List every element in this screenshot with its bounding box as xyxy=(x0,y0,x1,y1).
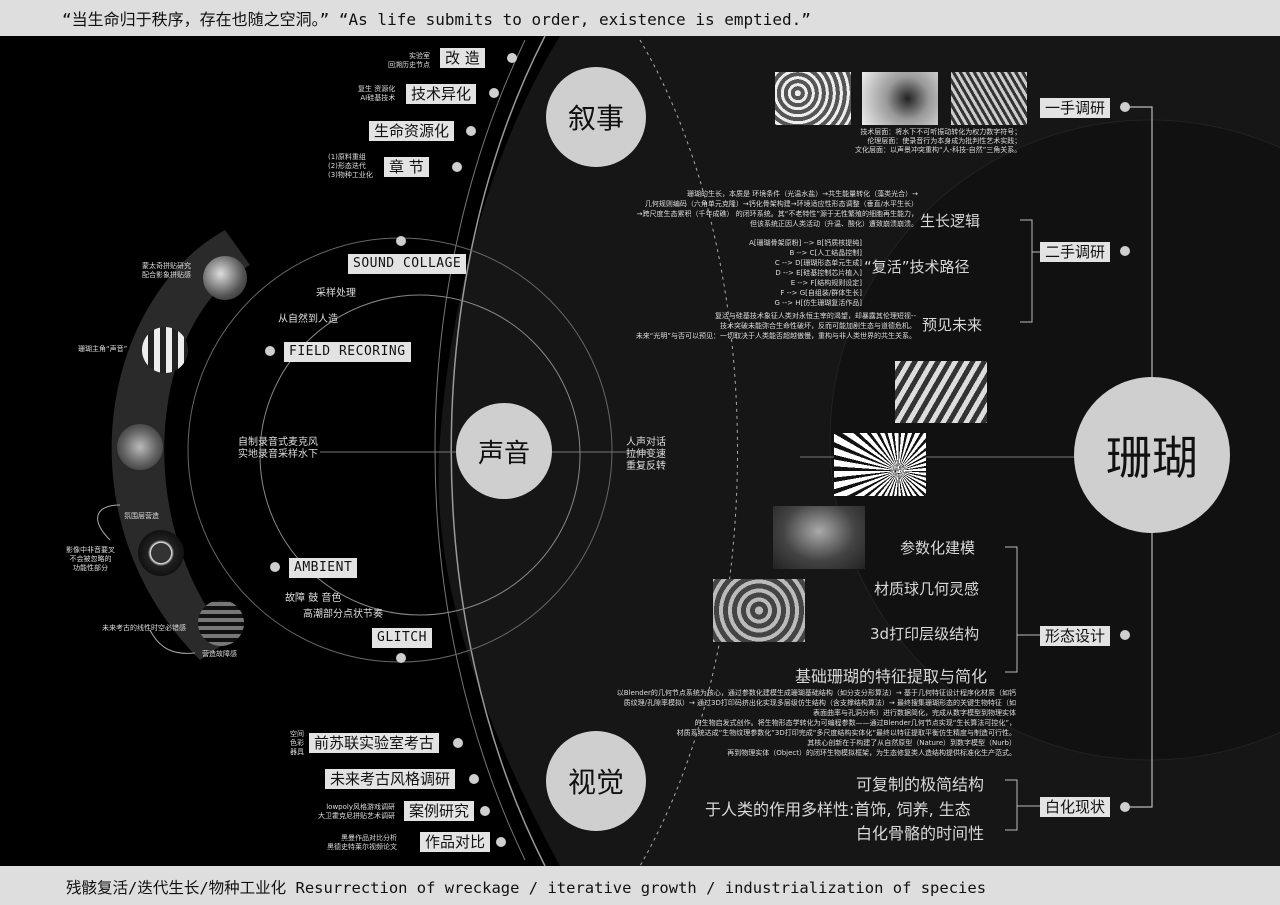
coral-photo-5 xyxy=(834,433,926,496)
narrative-item-1[interactable]: 改 造 xyxy=(440,48,485,68)
vision-item-3[interactable]: 案例研究 xyxy=(404,801,475,821)
growth-text: 珊瑚的生长，本质是 环境条件（光温水盐）→共生能量转化（藻类光合）→ 几何规则编… xyxy=(636,190,918,228)
sound-dot-field xyxy=(265,346,275,356)
sound-note-mic: 自制录音式麦克风 实地录音采样水下 xyxy=(238,437,318,460)
sound-dot-glitch xyxy=(396,653,406,663)
top-quote-bar: “当生命归于秩序，存在也随之空洞。” “As life submits to o… xyxy=(0,0,1280,36)
side-curve-arrow xyxy=(97,504,121,541)
hub-narrative[interactable]: 叙事 xyxy=(546,67,646,167)
coral-photo-1 xyxy=(775,72,851,125)
vision-dot-1 xyxy=(453,738,463,748)
sound-ring-inner xyxy=(259,294,581,616)
hub-vision-label: 视觉 xyxy=(567,766,624,799)
sound-dot-collage xyxy=(396,236,406,246)
side-thumb-4 xyxy=(138,530,184,576)
narrative-note-4: (1)原料重组 (2)形态迭代 (3)物种工业化 xyxy=(328,153,373,179)
form-bracket xyxy=(1005,546,1040,673)
vision-item-1[interactable]: 前苏联实验室考古 xyxy=(309,733,440,753)
coral-photo-3 xyxy=(951,72,1027,125)
primary-caption: 技术层面：将水下不可听振动转化为权力数字符号； 伦理层面：使录音行为本身成为批判… xyxy=(855,128,1022,154)
white-item-3: 白化骨骼的时间性 xyxy=(856,824,985,843)
narrative-note-2: 复生 资源化 AI硅基技术 xyxy=(358,85,396,102)
coral-photo-7 xyxy=(713,579,805,642)
side-thumb-2 xyxy=(142,327,188,373)
sound-field-box[interactable]: FIELD RECORING xyxy=(284,342,411,362)
coral-photo-4 xyxy=(895,361,987,423)
narrative-item-3[interactable]: 生命资源化 xyxy=(369,121,455,141)
coral-primary-box[interactable]: 一手调研 xyxy=(1040,98,1111,118)
vision-dot-3 xyxy=(480,806,490,816)
vision-note-4: 黑曼作品对比分析 黑德史特莱尔视频论文 xyxy=(327,834,397,851)
side-note-d: 影像中非音要叉 不会被忽略的 功能性部分 xyxy=(66,546,115,572)
narrative-item-4[interactable]: 章 节 xyxy=(384,157,429,177)
coral-secondary-dot xyxy=(1120,246,1130,256)
coral-white-box[interactable]: 白化现状 xyxy=(1040,797,1111,817)
sound-note-voice: 人声对话 拉伸变速 重复反转 xyxy=(626,437,666,472)
side-note-c: 氛围层营造 xyxy=(124,512,159,520)
form-text: 以Blender的几何节点系统为核心，通过参数化建模生成珊瑚基础结构（如分支分形… xyxy=(616,689,1016,757)
side-note-b: 珊瑚主角“声音” xyxy=(78,345,128,353)
side-note-f: 营造故障感 xyxy=(202,650,237,658)
secondary-item-1: 生长逻辑 xyxy=(920,212,981,230)
secondary-item-3: 预见未来 xyxy=(922,316,983,334)
secondary-item-2: “复活”技术路径 xyxy=(864,258,970,276)
narrative-dot-2 xyxy=(489,88,499,98)
narrative-dot-3 xyxy=(466,126,476,136)
narrative-note-1: 实验室 回溯历史节点 xyxy=(388,52,430,69)
sound-note-noise: 故障 鼓 音色 xyxy=(285,593,342,604)
spine-arc-inner xyxy=(434,39,526,861)
sound-glitch-box[interactable]: GLITCH xyxy=(372,628,432,648)
coral-form-box[interactable]: 形态设计 xyxy=(1040,626,1111,646)
sound-note-rhythm: 高潮部分点状节奏 xyxy=(303,609,383,620)
sound-collage-box[interactable]: SOUND COLLAGE xyxy=(348,254,467,274)
side-note-e: 未来考古的线性时空必错感 xyxy=(102,624,186,632)
narrative-dot-1 xyxy=(507,53,517,63)
coral-field xyxy=(829,119,1280,761)
hub-sound[interactable]: 声音 xyxy=(456,403,552,499)
sound-note-nature: 从自然到人造 xyxy=(278,314,338,325)
vision-dot-4 xyxy=(496,837,506,847)
side-note-a: 蒙太奇拼贴研究 配合影象拼贴感 xyxy=(142,262,191,279)
bottom-caption-bar: 残骸复活/迭代生长/物种工业化 Resurrection of wreckage… xyxy=(0,866,1280,905)
sound-note-process: 采样处理 xyxy=(316,288,356,299)
coral-photo-2 xyxy=(862,72,938,125)
page-quote: “当生命归于秩序，存在也随之空洞。” “As life submits to o… xyxy=(62,10,811,29)
white-bracket xyxy=(1005,779,1040,831)
vision-dot-2 xyxy=(469,774,479,784)
white-item-1: 可复制的极简结构 xyxy=(856,775,985,794)
form-item-1: 参数化建模 xyxy=(900,539,976,557)
vision-note-3: lowpoly风格游戏调研 大卫霍克尼拼贴艺术调研 xyxy=(318,803,395,820)
hub-sound-label: 声音 xyxy=(477,438,530,469)
form-item-2: 材质球几何灵感 xyxy=(874,580,980,598)
side-thumb-3 xyxy=(117,424,163,470)
hub-narrative-label: 叙事 xyxy=(567,102,624,135)
page-caption: 残骸复活/迭代生长/物种工业化 Resurrection of wreckage… xyxy=(66,879,987,897)
sound-dot-ambient xyxy=(270,562,280,572)
coral-photo-6 xyxy=(773,506,865,569)
side-thumb-5 xyxy=(198,600,244,646)
side-thumb-1 xyxy=(203,256,247,300)
vision-note-1: 空间 色彩 器具 xyxy=(290,730,304,756)
future-text: 复活与硅基技术象征人类对永恒主宰的渴望，却暴露其伦理短视-- 技术突破未能弥合生… xyxy=(635,312,916,340)
flow-text: A[珊瑚骨架原粉] --> B[钙质核提纯] B --> C[人工结晶控制] C… xyxy=(749,239,862,307)
coral-secondary-box[interactable]: 二手调研 xyxy=(1040,242,1111,262)
side-curve-arrow-2 xyxy=(149,629,196,654)
hub-vision[interactable]: 视觉 xyxy=(546,731,646,831)
vision-item-2[interactable]: 未来考古风格调研 xyxy=(325,769,456,789)
sound-ambient-box[interactable]: AMBIENT xyxy=(289,558,358,578)
white-item-2: 于人类的作用多样性:首饰, 饲养, 生态 xyxy=(705,800,971,819)
coral-white-dot xyxy=(1120,802,1130,812)
form-item-4: 基础珊瑚的特征提取与简化 xyxy=(795,667,988,686)
spine-arc-outer xyxy=(450,36,546,866)
vision-item-4[interactable]: 作品对比 xyxy=(420,832,491,852)
narrative-item-2[interactable]: 技术异化 xyxy=(406,84,477,104)
secondary-bracket xyxy=(1020,219,1040,323)
coral-primary-dot xyxy=(1120,102,1130,112)
form-item-3: 3d打印层级结构 xyxy=(870,625,980,643)
coral-form-dot xyxy=(1120,630,1130,640)
hub-coral-label: 珊瑚 xyxy=(1106,431,1198,485)
hub-coral[interactable]: 珊瑚 xyxy=(1074,377,1230,533)
narrative-dot-4 xyxy=(452,162,462,172)
